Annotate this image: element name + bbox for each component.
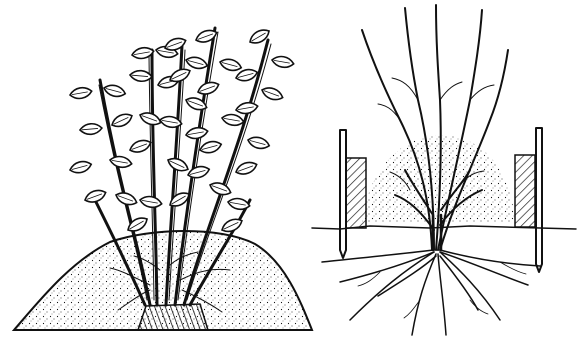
right-board <box>515 155 535 227</box>
tree-roots <box>322 250 540 335</box>
root-mass <box>138 304 208 330</box>
left-panel-mound-layering <box>14 26 312 330</box>
left-stake <box>340 130 346 258</box>
right-panel-tree-layering <box>312 5 576 335</box>
right-stake <box>536 128 542 272</box>
left-board <box>346 158 366 228</box>
